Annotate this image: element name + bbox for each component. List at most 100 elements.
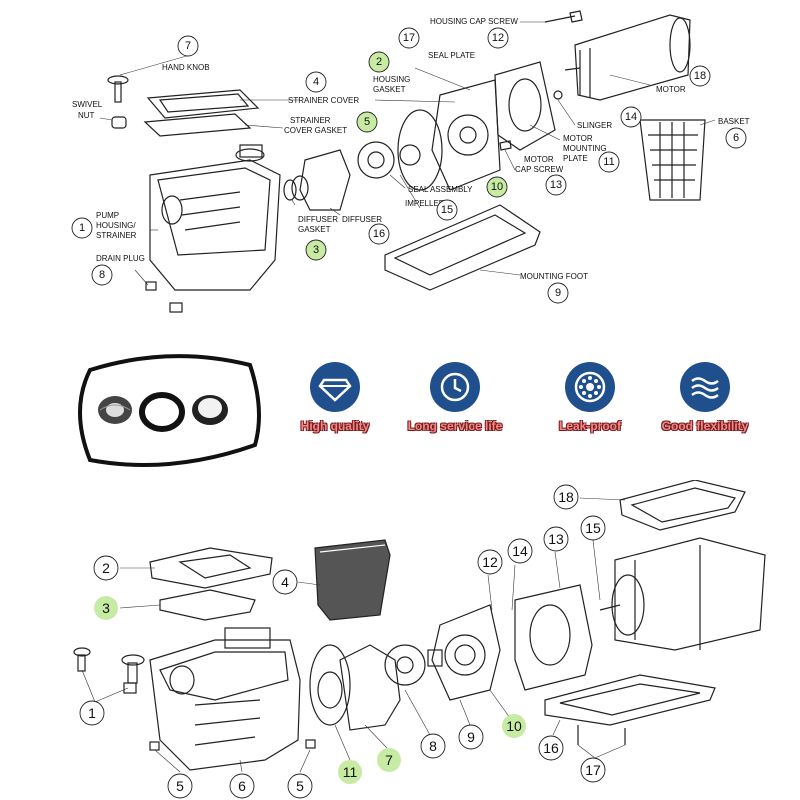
feature-long-service-life: Long service life [405, 362, 505, 452]
feature-good-flexibility: Good flexibility [650, 362, 760, 452]
top-callout-18: 18 [694, 70, 706, 82]
label-swivel-nut-1: SWIVEL [72, 100, 103, 109]
top-callout-1: 1 [79, 222, 85, 234]
pump-housing-drawing [149, 159, 281, 291]
top-callout-17: 17 [403, 32, 415, 44]
diffuser-drawing-b [339, 644, 401, 731]
bottom-callout-10: 10 [506, 718, 522, 734]
top-callout-15: 15 [441, 204, 453, 216]
label-motor-cap-screw-1: MOTOR [524, 155, 554, 164]
bottom-callout-15: 15 [585, 520, 601, 536]
motor-mounting-plate-drawing [494, 61, 556, 151]
ceramic-seat [192, 395, 228, 425]
bottom-callout-2: 2 [102, 560, 110, 576]
top-exploded-diagram: HOUSING CAP SCREW HAND KNOB SWIVEL NUT S… [71, 10, 750, 313]
housing-cap-screw-drawing [544, 10, 583, 23]
seal-ring-icon [565, 362, 615, 412]
slinger-drawing [553, 90, 563, 100]
pump-housing-drawing-b [149, 639, 301, 771]
drain-plug-drawing-b [149, 741, 160, 751]
bottom-callout-5b: 5 [296, 778, 304, 794]
label-basket: BASKET [718, 117, 750, 126]
hand-knob-drawing [107, 75, 129, 85]
bottom-callout-14: 14 [512, 543, 528, 559]
label-housing-gasket-2: GASKET [373, 85, 406, 94]
label-slinger: SLINGER [577, 121, 612, 130]
top-callout-7: 7 [185, 40, 191, 52]
mechanical-seal [98, 396, 132, 424]
swivel-nut-drawing [111, 116, 127, 129]
top-callout-13: 13 [550, 179, 562, 191]
gasket-kit-photo [78, 354, 261, 467]
strainer-cover-drawing [146, 89, 260, 119]
feature-high-quality: High quality [285, 362, 385, 452]
motor-cap-screw-drawing [499, 140, 512, 151]
label-motor-mounting-plate-1: MOTOR [563, 134, 593, 143]
label-drain-plug: DRAIN PLUG [96, 254, 145, 263]
label-pump-housing-3: STRAINER [96, 231, 137, 240]
housing-gasket-drawing [397, 109, 443, 191]
seal-plate-drawing [431, 79, 501, 191]
bottom-callout-1: 1 [88, 705, 96, 721]
bottom-callout-13: 13 [548, 531, 564, 547]
bottom-callout-18: 18 [558, 489, 574, 505]
diamond-icon [310, 362, 360, 412]
bottom-callout-17: 17 [585, 762, 601, 778]
impeller-drawing [357, 141, 395, 179]
top-callout-8: 8 [99, 269, 105, 281]
label-strainer-cover-gasket-2: COVER GASKET [284, 126, 347, 135]
strainer-cover-drawing-b [149, 547, 273, 589]
label-impeller: IMPELLER [405, 199, 445, 208]
label-mounting-foot: MOUNTING FOOT [520, 272, 588, 281]
bottom-callout-16: 16 [543, 740, 559, 756]
label-diffuser-gasket-1: DIFFUSER [298, 215, 338, 224]
label-seal-plate: SEAL PLATE [428, 51, 475, 60]
label-strainer-cover: STRAINER COVER [288, 96, 359, 105]
bottom-callout-7: 7 [385, 752, 393, 768]
label-housing-cap-screw: HOUSING CAP SCREW [430, 17, 518, 26]
label-motor-mounting-plate-3: PLATE [563, 154, 588, 163]
label-pump-housing-1: PUMP [96, 211, 119, 220]
feature-label-leak-proof: Leak-proof [558, 419, 621, 433]
impeller-drawing-b [384, 644, 426, 686]
top-callout-5: 5 [364, 116, 370, 128]
motor-drawing [574, 14, 691, 101]
wave-icon [680, 362, 730, 412]
top-callout-14: 14 [625, 111, 637, 123]
feature-label-high-quality: High quality [300, 419, 370, 433]
lid-drawing [619, 480, 746, 531]
screws-drawing-b [577, 725, 626, 745]
top-callout-11: 11 [603, 156, 614, 168]
cover-gasket-drawing [143, 113, 252, 137]
label-motor-mounting-plate-2: MOUNTING [563, 144, 607, 153]
top-callout-2: 2 [376, 56, 382, 68]
feature-label-long-service-life: Long service life [407, 419, 503, 433]
motor-drawing-b [614, 537, 766, 651]
label-diffuser-gasket-2: GASKET [298, 225, 331, 234]
label-pump-housing-2: HOUSING/ [96, 221, 136, 230]
label-motor: MOTOR [656, 85, 686, 94]
bottom-callout-6: 6 [238, 778, 246, 794]
label-diffuser: DIFFUSER [342, 215, 382, 224]
basket-drawing-b [314, 539, 391, 621]
top-callout-9: 9 [555, 287, 561, 299]
knob-drawing [121, 654, 145, 666]
bottom-callout-8: 8 [429, 738, 437, 754]
bottom-callout-11: 11 [343, 764, 358, 780]
top-callout-4: 4 [313, 76, 319, 88]
label-swivel-nut-2: NUT [78, 111, 95, 120]
cover-gasket-drawing-b [159, 589, 256, 621]
label-seal-assembly: SEAL ASSEMBLY [408, 185, 473, 194]
mounting-plate-drawing-b [514, 584, 593, 691]
bottom-callout-3: 3 [102, 600, 110, 616]
top-callout-6: 6 [733, 132, 739, 144]
diffuser-drawing [299, 149, 351, 211]
o-ring [139, 392, 185, 432]
label-housing-gasket-1: HOUSING [373, 75, 410, 84]
mounting-foot-drawing-b [544, 674, 716, 726]
bottom-callout-12: 12 [482, 554, 498, 570]
bottom-exploded-diagram: 18 2 3 4 12 14 13 15 1 5 6 5 11 7 8 9 10… [73, 480, 766, 799]
bottom-callout-5a: 5 [176, 778, 184, 794]
top-callout-3: 3 [313, 244, 319, 256]
top-callout-10: 10 [491, 181, 503, 193]
